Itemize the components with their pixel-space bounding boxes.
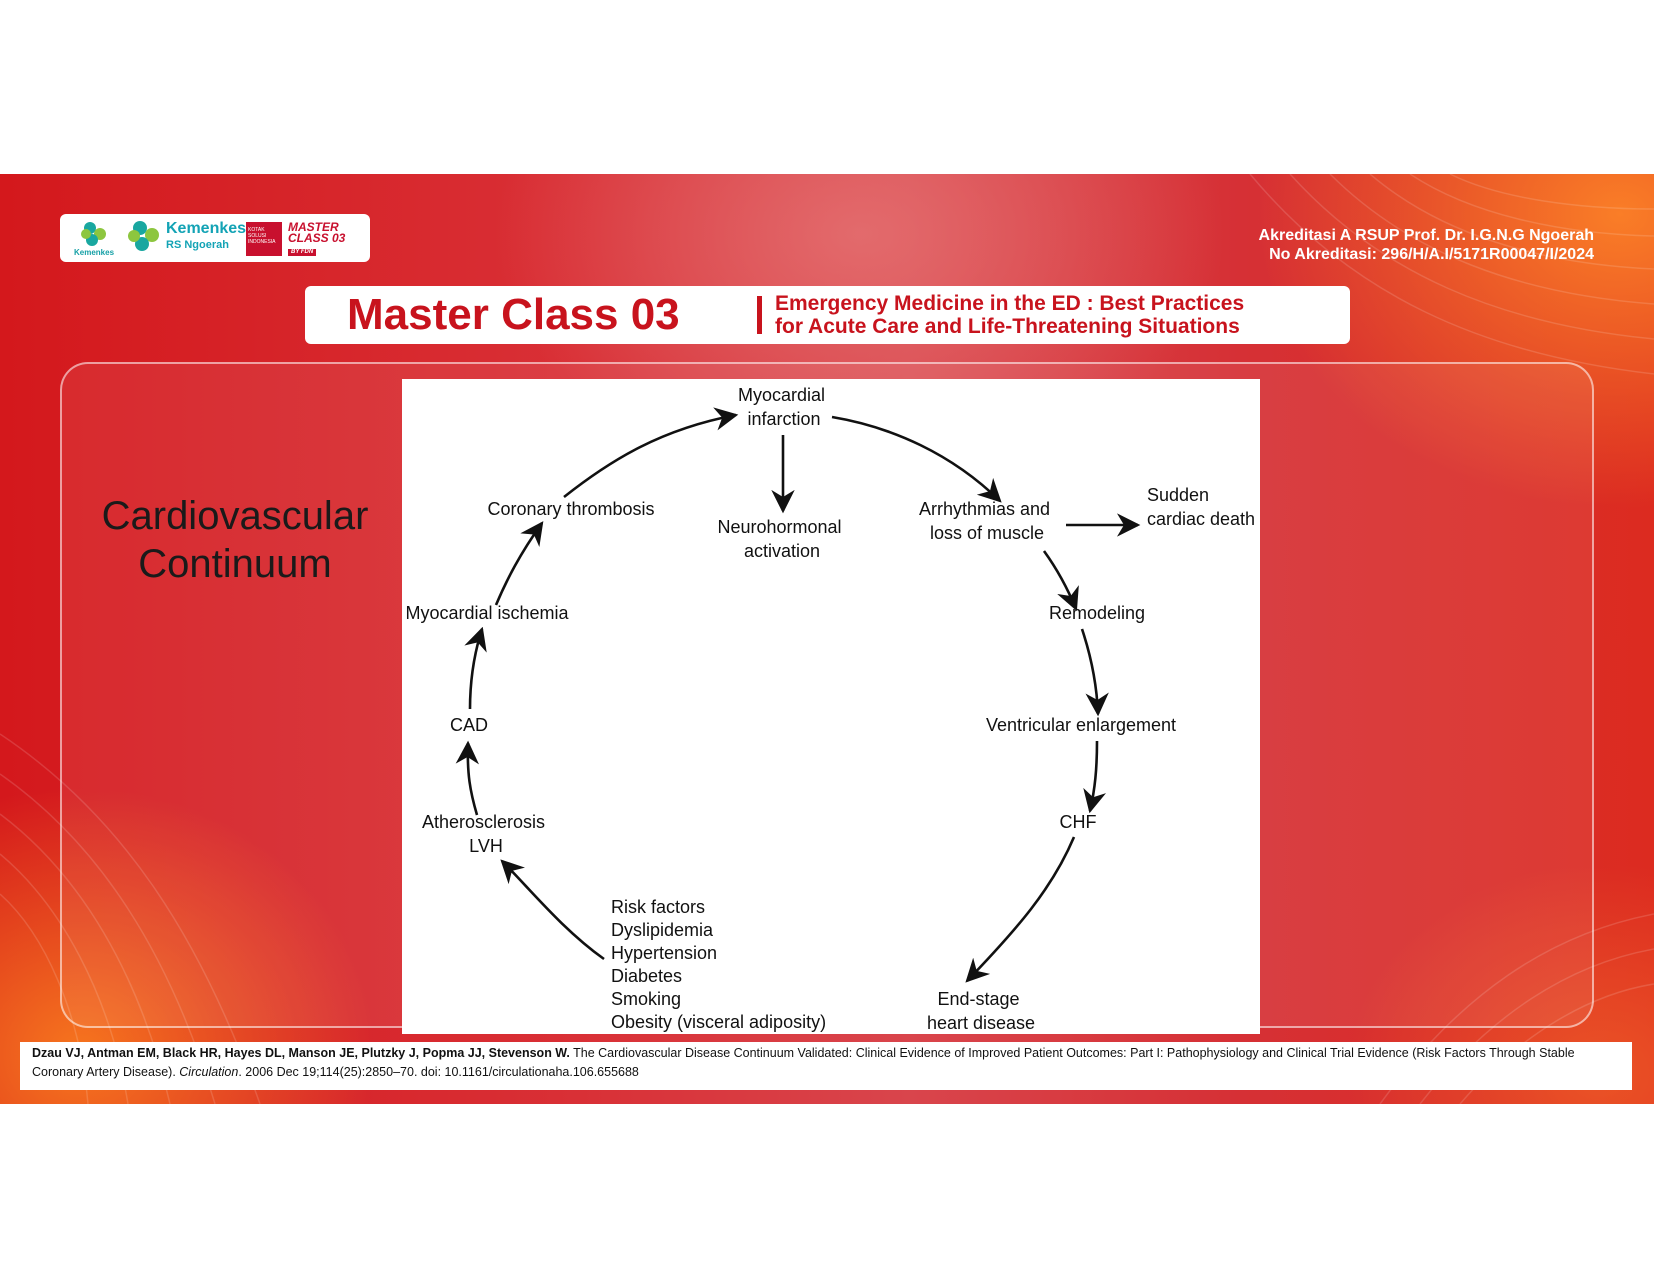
node-cad: CAD xyxy=(450,715,488,735)
kemenkes-logo-icon xyxy=(81,222,106,246)
title-banner: Master Class 03 Emergency Medicine in th… xyxy=(305,286,1350,344)
kemenkes-brand-label: Kemenkes xyxy=(166,220,247,237)
node-myocardial-infarction: Myocardial infarction xyxy=(738,385,830,429)
rs-ngoerah-label: RS Ngoerah xyxy=(166,239,229,251)
arrow-athero-to-cad xyxy=(455,740,480,816)
title-subtitle-line-1: Emergency Medicine in the ED : Best Prac… xyxy=(775,292,1245,315)
diagram-arrows xyxy=(455,407,1141,983)
slide-heading-line-2: Continuum xyxy=(138,542,332,586)
kemenkes-small-label: Kemenkes xyxy=(74,248,115,257)
cardiovascular-continuum-diagram: Myocardial infarction Neurohormonal acti… xyxy=(402,379,1260,1034)
node-ventricular-enlargement: Ventricular enlargement xyxy=(986,715,1176,735)
kotak-solusi-label: KOTAK SOLUSI INDONESIA xyxy=(248,227,276,245)
rs-ngoerah-logo-icon xyxy=(128,221,159,251)
accreditation-line-2: No Akreditasi: 296/H/A.I/5171R00047/I/20… xyxy=(1269,246,1594,263)
citation-details: . 2006 Dec 19;114(25):2850–70. doi: 10.1… xyxy=(238,1065,639,1079)
arrow-risk-to-athero xyxy=(500,859,605,961)
node-coronary-thrombosis: Coronary thrombosis xyxy=(487,499,654,519)
logo-strip: Kemenkes Kemenkes RS Ngoerah KOTAK SOLUS… xyxy=(60,214,370,262)
arrow-thrombosis-to-mi xyxy=(563,407,739,499)
node-sudden-cardiac-death: Sudden cardiac death xyxy=(1147,485,1255,529)
citation-title: The Cardiovascular Disease Continuum Val… xyxy=(32,1046,1579,1079)
diagram-labels: Myocardial infarction Neurohormonal acti… xyxy=(405,385,1255,1033)
citation-journal: Circulation xyxy=(179,1065,239,1079)
arrow-ischemia-to-thrombosis xyxy=(494,521,544,606)
node-myocardial-ischemia: Myocardial ischemia xyxy=(405,603,569,623)
title-main: Master Class 03 xyxy=(347,290,680,339)
kotak-solusi-badge: KOTAK SOLUSI INDONESIA xyxy=(246,222,282,256)
node-arrhythmias: Arrhythmias and loss of muscle xyxy=(919,499,1055,543)
arrow-cad-to-ischemia xyxy=(464,626,487,710)
citation-authors: Dzau VJ, Antman EM, Black HR, Hayes DL, … xyxy=(32,1046,570,1060)
master-class-by-label: BY FDN xyxy=(288,249,317,256)
accreditation-line-1: Akreditasi A RSUP Prof. Dr. I.G.N.G Ngoe… xyxy=(1258,227,1594,244)
node-chf: CHF xyxy=(1060,812,1097,832)
accreditation-info: Akreditasi A RSUP Prof. Dr. I.G.N.G Ngoe… xyxy=(1259,226,1594,264)
node-neurohormonal-activation: Neurohormonal activation xyxy=(717,517,846,561)
arrow-remodeling-to-ventricular xyxy=(1080,628,1109,717)
title-subtitle: Emergency Medicine in the ED : Best Prac… xyxy=(775,292,1244,338)
node-atherosclerosis-lvh: Atherosclerosis LVH xyxy=(422,812,550,856)
arrow-ventricular-to-chf xyxy=(1083,740,1107,814)
node-end-stage-heart-disease: End-stage heart disease xyxy=(927,989,1035,1033)
node-remodeling: Remodeling xyxy=(1049,603,1145,623)
arrow-mi-to-arrhythmias xyxy=(831,415,1002,503)
title-subtitle-line-2: for Acute Care and Life-Threatening Situ… xyxy=(775,315,1240,338)
title-divider xyxy=(757,296,762,334)
slide-heading-line-1: Cardiovascular xyxy=(101,494,369,538)
citation-box: Dzau VJ, Antman EM, Black HR, Hayes DL, … xyxy=(20,1042,1632,1090)
master-class-logo-label: MASTER CLASS 03 xyxy=(288,220,346,245)
arrow-chf-to-endstage xyxy=(965,836,1076,983)
diagram-background xyxy=(402,379,1260,1034)
master-class-logo: MASTER CLASS 03 BY FDN xyxy=(288,220,354,256)
arrow-arrhythmias-to-remodeling xyxy=(1042,550,1079,612)
node-risk-factors: Risk factors Dyslipidemia Hypertension D… xyxy=(611,897,826,1032)
slide-heading: Cardiovascular Continuum xyxy=(80,492,390,588)
